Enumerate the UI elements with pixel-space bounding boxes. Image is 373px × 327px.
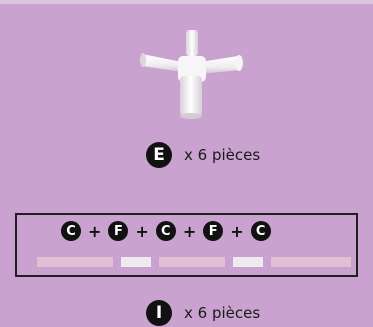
part-f-badge: F	[108, 221, 128, 241]
part-e-badge: E	[146, 142, 172, 168]
pipe-c-bar	[271, 257, 351, 267]
plus-sign: +	[230, 222, 243, 241]
part-i-badge: I	[146, 300, 172, 326]
plus-sign: +	[88, 222, 101, 241]
top-strip	[0, 0, 373, 4]
assembly-formula: C + F + C + F + C	[61, 220, 271, 242]
piece-i-count: x 6 pièces	[184, 304, 260, 322]
assembly-diagram: C + F + C + F + C	[15, 213, 358, 277]
pipe-c-bar	[159, 257, 225, 267]
connector-piece-e-image	[138, 26, 250, 122]
part-c-badge: C	[61, 221, 81, 241]
connector-f-bar	[121, 257, 151, 267]
plus-sign: +	[183, 222, 196, 241]
connector-f-bar	[233, 257, 263, 267]
piece-i-quantity: I x 6 pièces	[146, 300, 260, 326]
piece-e-quantity: E x 6 pièces	[146, 142, 260, 168]
piece-e-count: x 6 pièces	[184, 146, 260, 164]
pipe-c-bar	[37, 257, 113, 267]
part-c-badge: C	[251, 221, 271, 241]
part-c-badge: C	[156, 221, 176, 241]
plus-sign: +	[135, 222, 148, 241]
part-f-badge: F	[203, 221, 223, 241]
